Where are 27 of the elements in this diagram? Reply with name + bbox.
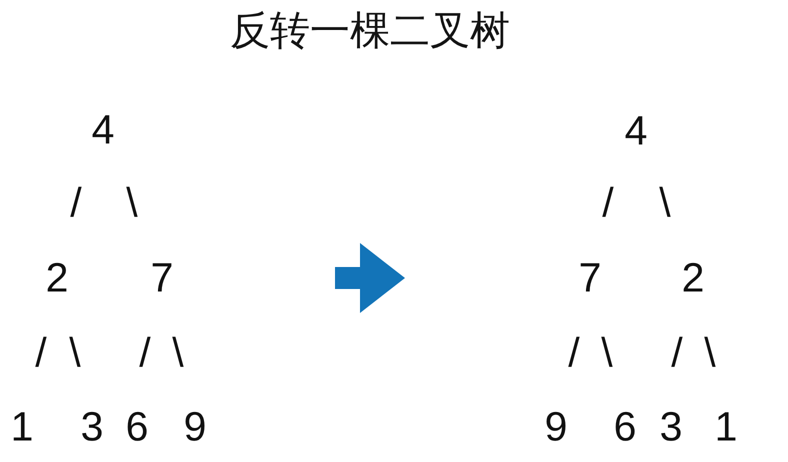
branch-slash: \ xyxy=(704,332,716,374)
tree-value: 7 xyxy=(150,258,174,298)
tree-value: 4 xyxy=(92,110,114,150)
branch-slash: \ xyxy=(69,332,81,374)
tree-value: 6 xyxy=(614,406,636,448)
branch-slash: / xyxy=(70,182,82,224)
tree-value: 2 xyxy=(682,258,704,298)
tree-value: 4 xyxy=(624,110,648,152)
branch-slash: \ xyxy=(659,182,671,224)
branch-slash: / xyxy=(671,332,683,374)
tree-value: 2 xyxy=(46,258,68,298)
tree-value: 3 xyxy=(80,406,104,448)
branch-slash: \ xyxy=(601,332,613,374)
tree-value: 1 xyxy=(10,406,34,448)
branch-slash: \ xyxy=(172,332,184,374)
tree-value: 9 xyxy=(544,406,568,448)
branch-slash: \ xyxy=(126,182,138,224)
tree-value: 1 xyxy=(714,406,738,448)
branch-slash: / xyxy=(35,332,47,374)
tree-value: 6 xyxy=(126,406,148,448)
branch-slash: / xyxy=(139,332,151,374)
tree-value: 3 xyxy=(660,406,682,448)
tree-value: 7 xyxy=(578,258,602,298)
title: 反转一棵二叉树 xyxy=(230,11,510,51)
tree-value: 9 xyxy=(184,406,206,448)
branch-slash: / xyxy=(568,332,580,374)
branch-slash: / xyxy=(602,182,614,224)
